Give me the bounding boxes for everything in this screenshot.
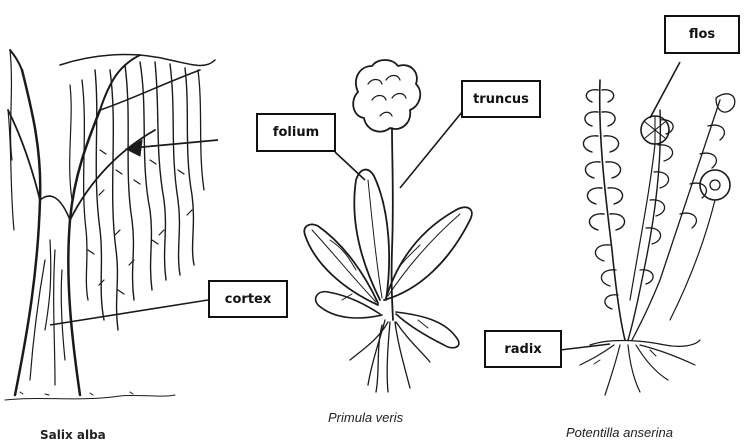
leader-lines <box>50 62 680 350</box>
caption-potentilla-anserina: Potentilla anserina <box>566 425 673 440</box>
salix-alba-illustration <box>5 50 215 400</box>
potentilla-anserina-illustration <box>580 80 735 395</box>
primula-veris-illustration <box>304 60 471 392</box>
label-folium: folium <box>256 113 336 152</box>
label-truncus: truncus <box>461 80 541 118</box>
salix-arrow <box>126 140 218 156</box>
leader-flos <box>650 62 680 118</box>
caption-primula-veris: Primula veris <box>328 410 403 425</box>
caption-salix-alba: Salix alba <box>40 428 106 442</box>
label-radix: radix <box>484 330 562 368</box>
label-flos: flos <box>664 15 740 54</box>
leader-folium <box>335 152 365 180</box>
leader-truncus <box>400 112 462 188</box>
leader-radix <box>560 344 610 350</box>
leader-cortex <box>50 300 208 325</box>
label-cortex: cortex <box>208 280 288 318</box>
